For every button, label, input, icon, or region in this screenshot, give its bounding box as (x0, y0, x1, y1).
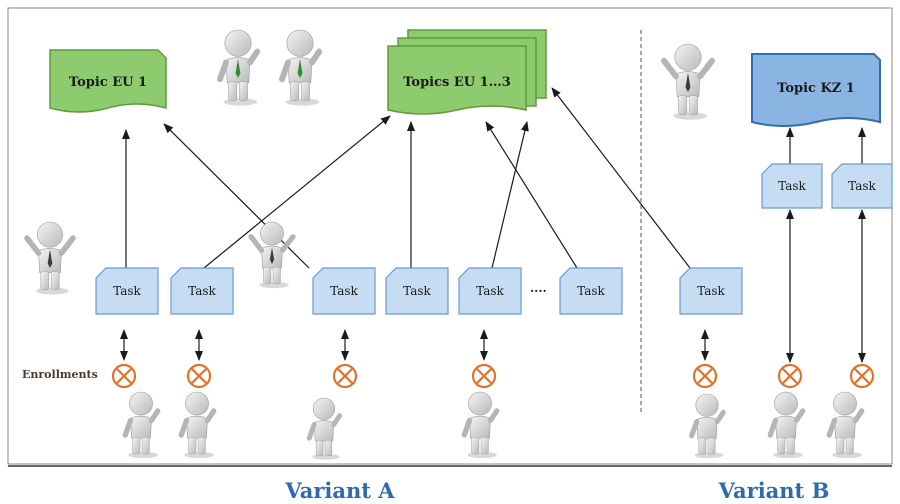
person-figure-icon (122, 391, 161, 459)
task-box-6: Task (559, 267, 623, 315)
diagram-frame (7, 7, 893, 465)
enrollment-icon (777, 363, 803, 389)
topic-kz-1-label: Topic KZ 1 (777, 81, 855, 96)
enrollment-icon (186, 363, 212, 389)
enrollment-arrows (120, 209, 866, 363)
task-box-label: Task (476, 284, 504, 298)
task-box-label: Task (330, 284, 358, 298)
variant-b-label: Variant B (718, 478, 830, 503)
enrollments-label: Enrollments (22, 368, 98, 381)
topic-kz-1: Topic KZ 1 (751, 53, 881, 127)
enrollment-icon (692, 363, 718, 389)
person-figure-icon (306, 397, 343, 460)
enrollment-icon (471, 363, 497, 389)
task-box-5: Task (458, 267, 522, 315)
kz-task-box-label: Task (848, 179, 876, 193)
enrollments-row (111, 363, 875, 389)
task-box-label: Task (403, 284, 431, 298)
person-figure-icon (826, 391, 865, 459)
variant-a-label: Variant A (284, 478, 395, 503)
topics-eu-1-3-label: Topics EU 1…3 (403, 75, 511, 90)
topic-eu-1: Topic EU 1 (49, 49, 167, 113)
person-figure-icon (689, 393, 726, 459)
topic-eu-1-label: Topic EU 1 (69, 75, 147, 90)
people-figures (24, 29, 865, 460)
task-box-label: Task (697, 284, 725, 298)
person-figure-icon (279, 29, 323, 106)
person-figure-icon (461, 391, 500, 459)
topics-eu-1-3: Topics EU 1…3 (387, 29, 547, 115)
task-box-3: Task (312, 267, 376, 315)
person-figure-icon (24, 221, 76, 295)
person-figure-icon (661, 43, 715, 120)
task-box-7: Task (679, 267, 743, 315)
task-box-label: Task (577, 284, 605, 298)
kz-task-box-1: Task (761, 163, 823, 209)
person-figure-icon (248, 221, 296, 289)
task-box-2: Task (170, 267, 234, 315)
enrollment-icon (332, 363, 358, 389)
person-figure-icon (217, 29, 261, 106)
person-figure-icon (767, 391, 806, 459)
task-box-1: Task (95, 267, 159, 315)
task-box-label: Task (188, 284, 216, 298)
enrollment-icon (849, 363, 875, 389)
tasks-row: Task Task Task Task Task Task Task (95, 267, 743, 315)
kz-task-box-label: Task (778, 179, 806, 193)
task-box-label: Task (113, 284, 141, 298)
enrollment-icon (111, 363, 137, 389)
tasks-ellipsis: .... (530, 281, 547, 295)
kz-task-box-2: Task (831, 163, 893, 209)
task-box-4: Task (385, 267, 449, 315)
kz-tasks-row: Task Task (761, 163, 893, 209)
person-figure-icon (178, 391, 217, 459)
